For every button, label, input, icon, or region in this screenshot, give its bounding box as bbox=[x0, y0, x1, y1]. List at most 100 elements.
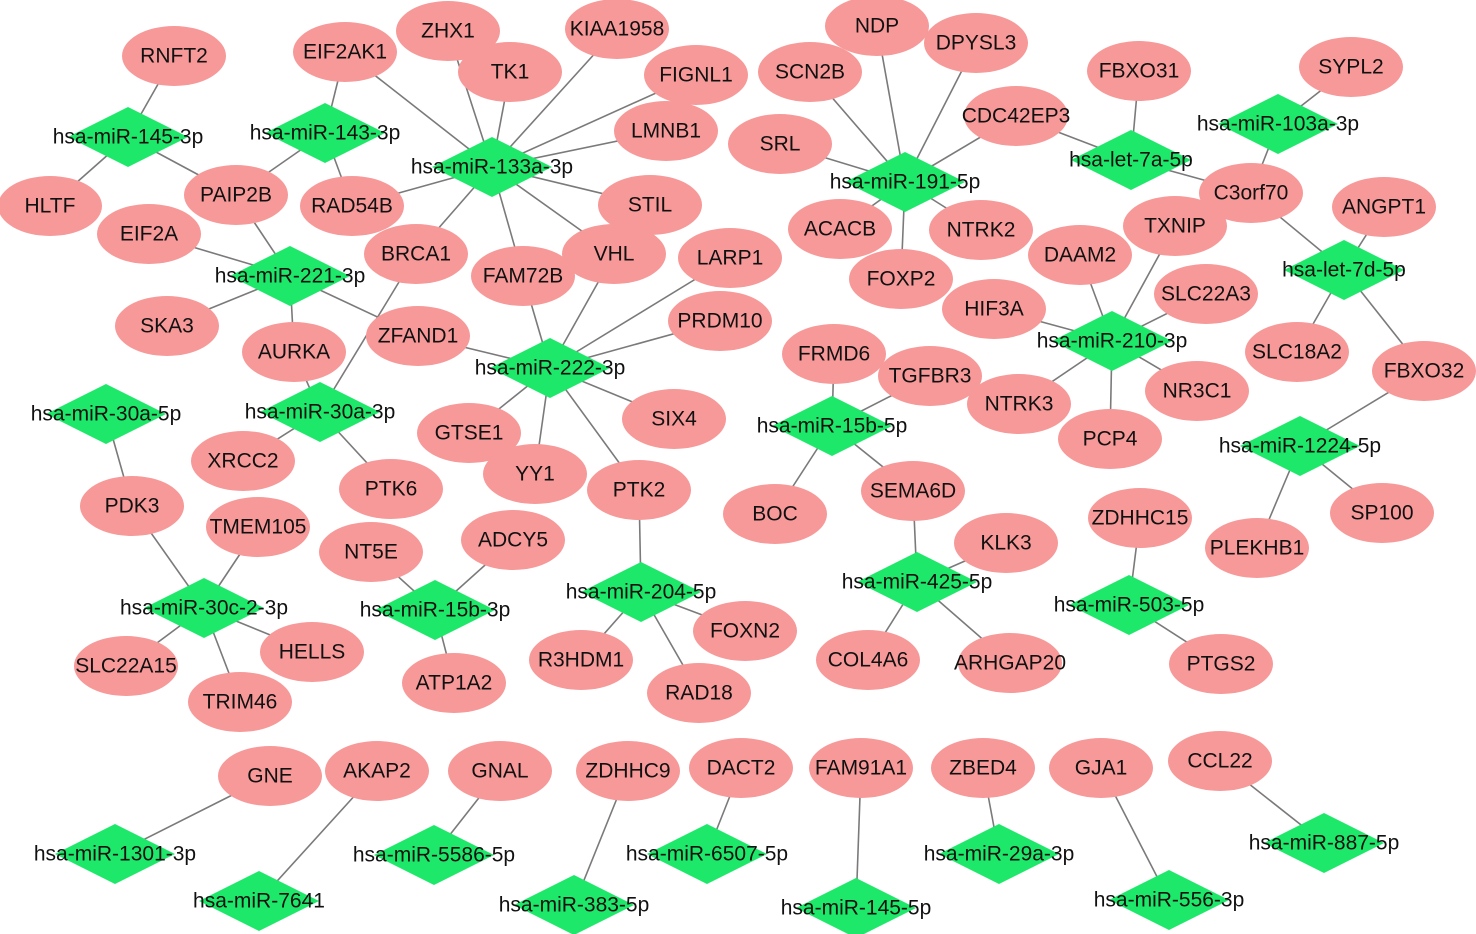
gene-node-stil[interactable] bbox=[598, 175, 702, 235]
mirna-node-hsa-mir-29a-3p[interactable] bbox=[939, 824, 1059, 884]
gene-node-tgfbr3[interactable] bbox=[878, 346, 982, 406]
mirna-node-hsa-mir-887-5p[interactable] bbox=[1264, 813, 1384, 873]
mirna-node-hsa-mir-383-5p[interactable] bbox=[514, 875, 634, 934]
gene-node-adcy5[interactable] bbox=[461, 510, 565, 570]
gene-node-trim46[interactable] bbox=[188, 672, 292, 732]
gene-node-r3hdm1[interactable] bbox=[529, 630, 633, 690]
gene-node-paip2b[interactable] bbox=[184, 165, 288, 225]
gene-node-ccl22[interactable] bbox=[1168, 731, 1272, 791]
gene-node-klk3[interactable] bbox=[954, 513, 1058, 573]
gene-node-frmd6[interactable] bbox=[782, 324, 886, 384]
gene-node-ptk6[interactable] bbox=[339, 459, 443, 519]
mirna-node-hsa-mir-191-5p[interactable] bbox=[845, 152, 965, 212]
gene-node-aurka[interactable] bbox=[242, 322, 346, 382]
gene-node-gja1[interactable] bbox=[1049, 738, 1153, 798]
gene-node-dact2[interactable] bbox=[689, 738, 793, 798]
gene-node-scn2b[interactable] bbox=[758, 42, 862, 102]
gene-node-fam91a1[interactable] bbox=[809, 738, 913, 798]
gene-node-acacb[interactable] bbox=[788, 199, 892, 259]
mirna-node-hsa-mir-503-5p[interactable] bbox=[1069, 575, 1189, 635]
gene-node-xrcc2[interactable] bbox=[191, 431, 295, 491]
gene-node-txnip[interactable] bbox=[1123, 196, 1227, 256]
gene-node-slc22a15[interactable] bbox=[74, 636, 178, 696]
gene-node-zfand1[interactable] bbox=[366, 306, 470, 366]
gene-node-ska3[interactable] bbox=[115, 296, 219, 356]
mirna-node-hsa-mir-145-3p[interactable] bbox=[68, 107, 188, 167]
gene-node-zhx1[interactable] bbox=[396, 1, 500, 61]
gene-node-srl[interactable] bbox=[728, 114, 832, 174]
gene-node-vhl[interactable] bbox=[562, 224, 666, 284]
gene-node-col4a6[interactable] bbox=[816, 630, 920, 690]
gene-node-brca1[interactable] bbox=[364, 224, 468, 284]
gene-node-tmem105[interactable] bbox=[206, 497, 310, 557]
gene-node-ndp[interactable] bbox=[825, 0, 929, 56]
gene-node-yy1[interactable] bbox=[483, 444, 587, 504]
gene-node-ntrk3[interactable] bbox=[967, 374, 1071, 434]
gene-node-sypl2[interactable] bbox=[1299, 37, 1403, 97]
mirna-node-hsa-mir-15b-3p[interactable] bbox=[375, 580, 495, 640]
gene-node-hltf[interactable] bbox=[0, 176, 102, 236]
gene-node-ptgs2[interactable] bbox=[1169, 634, 1273, 694]
gene-node-pdk3[interactable] bbox=[80, 476, 184, 536]
gene-node-ptk2[interactable] bbox=[587, 460, 691, 520]
gene-node-kiaa1958[interactable] bbox=[565, 0, 669, 59]
mirna-node-hsa-mir-5586-5p[interactable] bbox=[374, 825, 494, 885]
gene-node-sp100[interactable] bbox=[1330, 483, 1434, 543]
gene-node-zdhhc9[interactable] bbox=[576, 741, 680, 801]
gene-node-cdc42ep3[interactable] bbox=[964, 86, 1068, 146]
mirna-node-hsa-mir-30a-5p[interactable] bbox=[46, 384, 166, 444]
gene-node-ntrk2[interactable] bbox=[929, 200, 1033, 260]
gene-node-pcp4[interactable] bbox=[1058, 409, 1162, 469]
mirna-node-hsa-mir-30c-2-3p[interactable] bbox=[144, 578, 264, 638]
gene-node-fignl1[interactable] bbox=[644, 45, 748, 105]
gene-node-fam72b[interactable] bbox=[471, 246, 575, 306]
gene-node-eif2a[interactable] bbox=[97, 204, 201, 264]
gene-node-rnft2[interactable] bbox=[122, 26, 226, 86]
gene-node-six4[interactable] bbox=[622, 389, 726, 449]
gene-node-daam2[interactable] bbox=[1028, 225, 1132, 285]
gene-node-zbed4[interactable] bbox=[931, 738, 1035, 798]
gene-node-tk1[interactable] bbox=[458, 42, 562, 102]
mirna-node-hsa-mir-556-3p[interactable] bbox=[1109, 870, 1229, 930]
gene-node-prdm10[interactable] bbox=[668, 291, 772, 351]
mirna-node-hsa-mir-133a-3p[interactable] bbox=[432, 137, 552, 197]
mirna-node-hsa-mir-1301-3p[interactable] bbox=[55, 824, 175, 884]
mirna-node-hsa-mir-143-3p[interactable] bbox=[265, 103, 385, 163]
mirna-node-hsa-mir-6507-5p[interactable] bbox=[647, 824, 767, 884]
gene-node-c3orf70[interactable] bbox=[1199, 163, 1303, 223]
gene-node-dpysl3[interactable] bbox=[924, 13, 1028, 73]
mirna-node-hsa-mir-30a-3p[interactable] bbox=[260, 382, 380, 442]
gene-node-larp1[interactable] bbox=[678, 228, 782, 288]
gene-node-sema6d[interactable] bbox=[861, 461, 965, 521]
gene-node-atp1a2[interactable] bbox=[402, 653, 506, 713]
gene-node-lmnb1[interactable] bbox=[614, 101, 718, 161]
gene-node-zdhhc15[interactable] bbox=[1088, 488, 1192, 548]
mirna-node-hsa-mir-210-3p[interactable] bbox=[1052, 311, 1172, 371]
gene-node-slc18a2[interactable] bbox=[1245, 322, 1349, 382]
mirna-node-hsa-mir-204-5p[interactable] bbox=[581, 562, 701, 622]
mirna-node-hsa-mir-222-3p[interactable] bbox=[490, 338, 610, 398]
gene-node-fbxo32[interactable] bbox=[1372, 341, 1476, 401]
gene-node-nr3c1[interactable] bbox=[1145, 361, 1249, 421]
gene-node-plekhb1[interactable] bbox=[1205, 518, 1309, 578]
mirna-node-hsa-mir-1224-5p[interactable] bbox=[1240, 416, 1360, 476]
gene-node-rad18[interactable] bbox=[647, 663, 751, 723]
mirna-node-hsa-mir-7641[interactable] bbox=[199, 871, 319, 931]
mirna-node-hsa-mir-103a-3p[interactable] bbox=[1218, 94, 1338, 154]
gene-node-rad54b[interactable] bbox=[300, 176, 404, 236]
gene-node-boc[interactable] bbox=[723, 484, 827, 544]
mirna-node-hsa-mir-425-5p[interactable] bbox=[857, 552, 977, 612]
mirna-node-hsa-let-7d-5p[interactable] bbox=[1284, 240, 1404, 300]
gene-node-hells[interactable] bbox=[260, 622, 364, 682]
gene-node-fbxo31[interactable] bbox=[1087, 41, 1191, 101]
gene-node-eif2ak1[interactable] bbox=[293, 22, 397, 82]
gene-node-gnal[interactable] bbox=[448, 741, 552, 801]
gene-node-angpt1[interactable] bbox=[1332, 177, 1436, 237]
gene-node-nt5e[interactable] bbox=[319, 522, 423, 582]
gene-node-akap2[interactable] bbox=[325, 741, 429, 801]
mirna-node-hsa-mir-145-5p[interactable] bbox=[796, 878, 916, 934]
gene-node-slc22a3[interactable] bbox=[1154, 264, 1258, 324]
gene-node-arhgap20[interactable] bbox=[958, 633, 1062, 693]
gene-node-gtse1[interactable] bbox=[417, 403, 521, 463]
mirna-node-hsa-mir-221-3p[interactable] bbox=[230, 246, 350, 306]
